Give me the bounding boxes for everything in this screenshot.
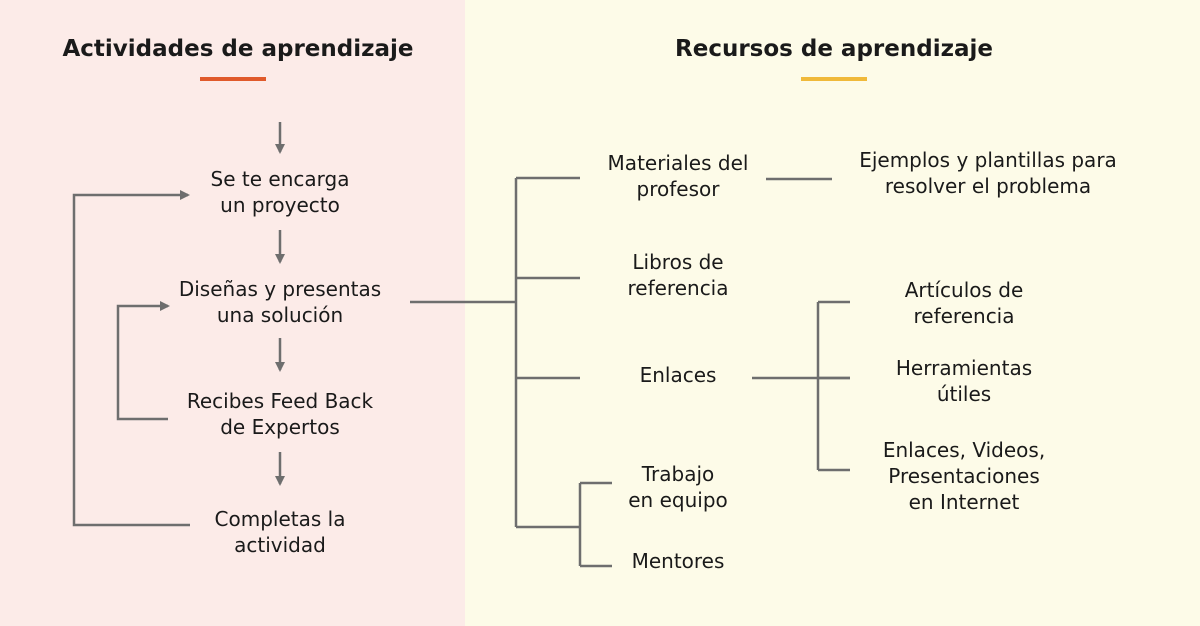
resource-mentors: Mentores [632, 548, 725, 574]
loop-step-3-to-step-2 [116, 301, 170, 421]
activities-title-underline [200, 77, 266, 81]
resource-line: Trabajo [641, 462, 715, 486]
resource-line: referencia [627, 276, 729, 300]
resources-panel [465, 0, 1200, 626]
activities-panel [0, 0, 465, 626]
step-expert-feedback: Recibes Feed Back de Expertos [187, 388, 373, 440]
detail-line: Presentaciones [888, 464, 1040, 488]
step-line: Se te encarga [210, 167, 350, 191]
materials-detail: Ejemplos y plantillas para resolver el p… [859, 147, 1117, 199]
resource-teacher-materials: Materiales del profesor [608, 150, 749, 202]
resource-line: Libros de [632, 250, 724, 274]
detail-line: Artículos de [904, 278, 1024, 302]
resource-reference-books: Libros de referencia [627, 249, 728, 301]
loop-step-4-to-step-1 [72, 190, 190, 527]
step-line: un proyecto [220, 193, 340, 217]
detail-line: Ejemplos y plantillas para [859, 148, 1117, 172]
step-line: Recibes Feed Back [186, 389, 374, 413]
step-line: actividad [234, 533, 326, 557]
resources-title-underline [801, 77, 867, 81]
step-line: de Expertos [220, 415, 340, 439]
detail-line: útiles [936, 382, 992, 406]
detail-line: en Internet [908, 490, 1020, 514]
links-detail-articles: Artículos de referencia [905, 277, 1024, 329]
step-complete-activity: Completas la actividad [215, 506, 346, 558]
resource-line: Materiales del [607, 151, 749, 175]
detail-line: referencia [913, 304, 1015, 328]
resource-line: en equipo [628, 488, 728, 512]
step-line: una solución [216, 303, 344, 327]
resource-line: profesor [636, 177, 720, 201]
activities-title: Actividades de aprendizaje [62, 36, 414, 62]
resource-teamwork: Trabajo en equipo [628, 461, 728, 513]
detail-line: resolver el problema [884, 174, 1092, 198]
resource-line: Enlaces [639, 363, 717, 387]
step-line: Completas la [214, 507, 346, 531]
resource-links: Enlaces [640, 362, 717, 388]
step-project-assigned: Se te encarga un proyecto [211, 166, 350, 218]
detail-line: Herramientas [895, 356, 1033, 380]
links-detail-tools: Herramientas útiles [896, 355, 1032, 407]
resources-title: Recursos de aprendizaje [675, 36, 993, 62]
detail-line: Enlaces, Videos, [882, 438, 1046, 462]
step-design-solution: Diseñas y presentas una solución [179, 276, 381, 328]
step-line: Diseñas y presentas [178, 277, 382, 301]
resource-line: Mentores [631, 549, 725, 573]
links-detail-internet: Enlaces, Videos, Presentaciones en Inter… [883, 437, 1045, 515]
